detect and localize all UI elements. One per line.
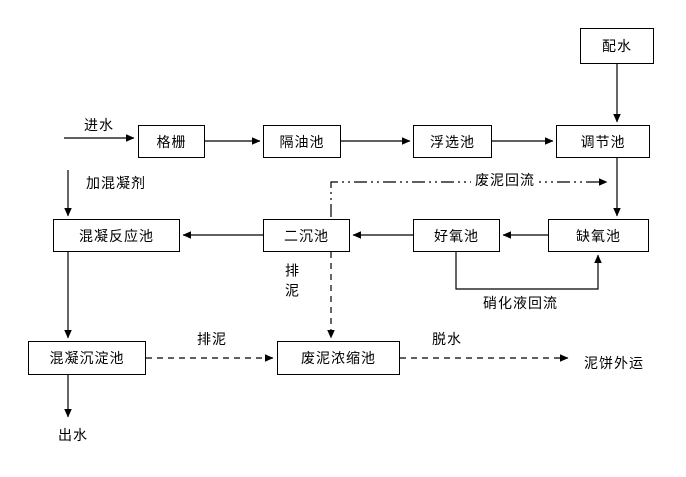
label-effluent: 出水 xyxy=(58,428,88,444)
node-aerobic: 好氧池 xyxy=(413,219,500,252)
node-regulating: 调节池 xyxy=(556,125,650,158)
arrow-waste-sludge-return xyxy=(330,178,608,217)
label-dewatering: 脱水 xyxy=(432,332,462,348)
node-flotation: 浮选池 xyxy=(413,125,492,158)
node-screen: 格栅 xyxy=(138,125,205,158)
node-sludge-thickening: 废泥浓缩池 xyxy=(277,341,400,375)
node-oil-separation: 隔油池 xyxy=(263,125,341,158)
label-waste-sludge-return: 废泥回流 xyxy=(471,172,539,190)
label-sludge-discharge: 排泥 xyxy=(197,332,227,348)
node-distribution: 配水 xyxy=(580,28,654,64)
label-sludge-cake-transport: 泥饼外运 xyxy=(584,356,644,372)
label-sludge-discharge-vertical: 排泥 xyxy=(283,263,299,303)
label-nitrification-return: 硝化液回流 xyxy=(483,296,558,312)
node-coagulation-reaction: 混凝反应池 xyxy=(53,219,180,252)
arrow-nitrification-return-loop xyxy=(455,252,602,290)
node-anoxic: 缺氧池 xyxy=(548,219,649,252)
node-coagulation-sedimentation: 混凝沉淀池 xyxy=(28,341,146,375)
label-add-coagulant: 加混凝剂 xyxy=(86,176,146,192)
label-influent: 进水 xyxy=(84,118,114,134)
node-secondary-sedimentation: 二沉池 xyxy=(263,219,350,252)
